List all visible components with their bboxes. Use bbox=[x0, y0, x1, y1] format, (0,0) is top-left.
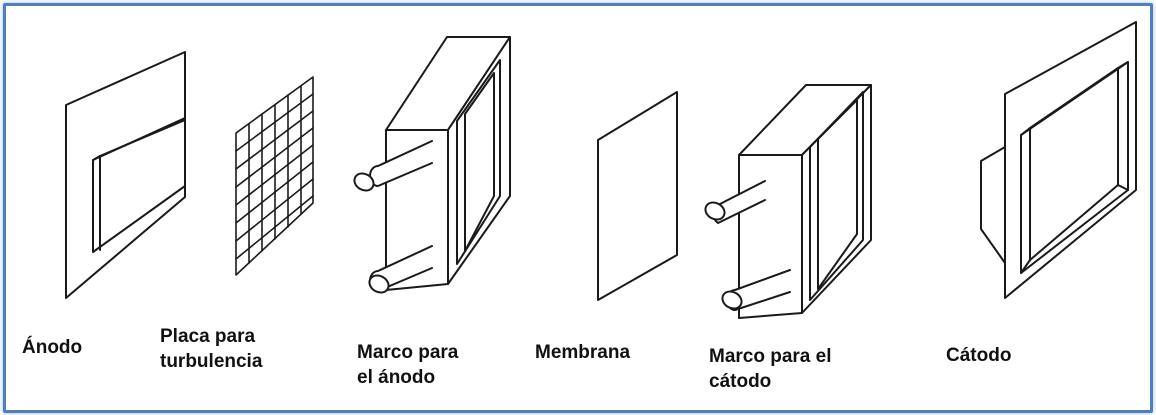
label-anode: Ánodo bbox=[22, 337, 83, 358]
cathode-frame-drawing bbox=[704, 84, 872, 319]
label-cathode-frame: Marco para el cátodo bbox=[709, 346, 832, 392]
membrane-drawing bbox=[597, 91, 678, 301]
label-turbulence-plate: Placa para turbulencia bbox=[160, 326, 263, 372]
anode-drawing bbox=[65, 51, 186, 299]
anode-frame-drawing bbox=[353, 36, 511, 294]
cathode-drawing bbox=[980, 21, 1137, 299]
label-anode-frame: Marco para el ánodo bbox=[357, 342, 459, 388]
turbulence-plate-drawing bbox=[235, 76, 314, 276]
label-membrane: Membrana bbox=[535, 342, 631, 363]
figure-frame bbox=[3, 3, 1153, 413]
label-cathode: Cátodo bbox=[946, 345, 1012, 366]
